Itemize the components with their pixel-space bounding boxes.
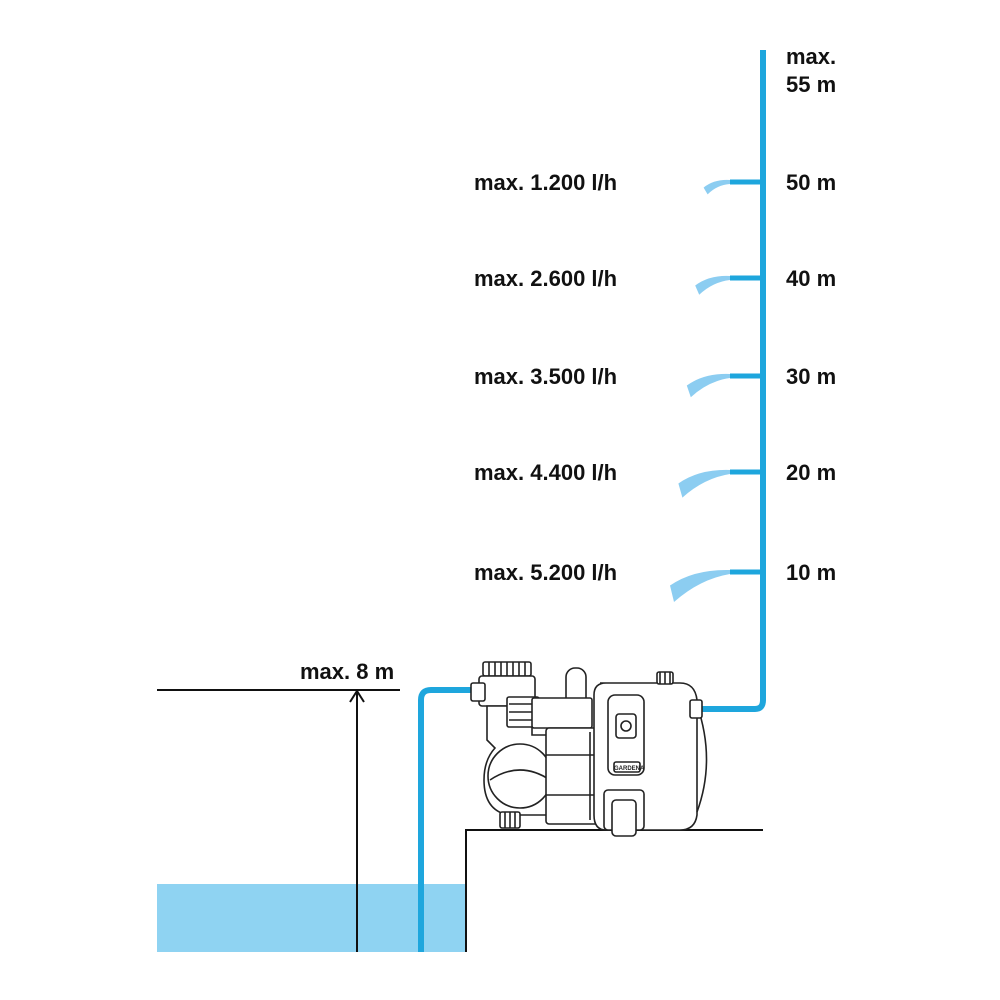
outlet-flow-label: max. 1.200 l/h [474,170,617,195]
outlet-group: max. 1.200 l/h 50 m max. 2.600 l/h 40 m max.… [474,170,836,602]
water-spray-jet [703,179,730,195]
ground-platform [465,829,763,952]
discharge-pipe [700,50,766,712]
suction-arrow-head [349,689,365,703]
max-height-label-line1: max. [786,44,836,69]
max-height-label-line2: 55 m [786,72,836,97]
water-reservoir [157,884,466,952]
water-spray-jet [686,373,730,398]
outlet-flow-label: max. 3.500 l/h [474,364,617,389]
water-spray-jet [695,275,730,295]
outlet-flow-label: max. 2.600 l/h [474,266,617,291]
outlet-flow-label: max. 5.200 l/h [474,560,617,585]
outlet-height-label: 50 m [786,170,836,195]
outlet-flow-label: max. 4.400 l/h [474,460,617,485]
outlet-height-label: 30 m [786,364,836,389]
garden-pump [470,661,708,837]
outlet-height-label: 40 m [786,266,836,291]
brand-logo-text: GARDENA [614,766,645,772]
suction-pipe [418,687,480,952]
suction-height-label: max. 8 m [300,659,394,684]
water-spray-jet [678,469,730,498]
water-spray-jet [670,569,730,602]
outlet-height-label: 20 m [786,460,836,485]
outlet-height-label: 10 m [786,560,836,585]
